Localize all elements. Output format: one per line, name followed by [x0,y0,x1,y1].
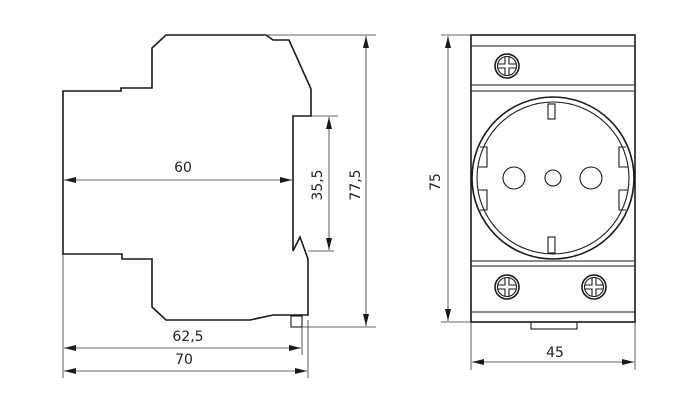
din-clip-front [530,321,578,330]
center-hole [544,169,562,187]
dim-label-45: 45 [546,345,564,361]
socket [471,96,635,260]
front-outline [470,34,636,323]
dim-label-62-5: 62,5 [172,329,203,345]
din-clip [290,315,303,328]
earth-slot-top [547,103,556,120]
screw-icon [581,274,607,300]
screw-icon [494,274,520,300]
front-view: 75 45 [428,34,636,370]
earth-slot-bottom [547,236,556,254]
dim-label-70: 70 [175,352,193,368]
dim-label-60: 60 [174,160,192,176]
side-view: 60 35,5 77,5 62,5 70 [62,34,376,378]
socket-rim-outer [471,96,635,260]
dim-label-75: 75 [428,173,444,191]
pin-hole-left [502,166,526,190]
side-outline [62,34,312,321]
screw-icon [494,53,520,79]
pin-hole-right [579,166,603,190]
dim-label-77-5: 77,5 [348,169,364,200]
socket-rim-inner [476,101,630,255]
dim-label-35-5: 35,5 [310,169,326,200]
